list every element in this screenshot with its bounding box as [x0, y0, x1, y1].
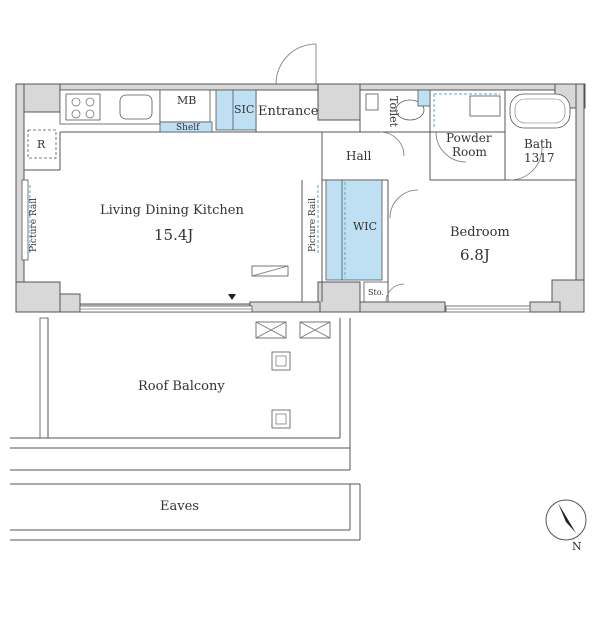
powder-label-line2: Room — [452, 145, 487, 159]
washbasin-icon — [469, 95, 501, 117]
kitchen-counter — [59, 89, 213, 133]
refrigerator-icon — [27, 129, 57, 159]
shelf-label: Shelf — [176, 123, 200, 133]
powder-label-line1: Powder — [446, 131, 492, 145]
compass-north-label: N — [572, 540, 582, 553]
sic-closet — [215, 89, 257, 131]
windows — [21, 179, 531, 313]
refrigerator-label: R — [37, 138, 46, 151]
eaves-label: Eaves — [160, 499, 199, 514]
room-labels: Living Dining Kitchen 15.4J Bedroom 6.8J… — [29, 94, 555, 514]
roof-balcony-area — [10, 317, 351, 471]
toilet-fixture — [365, 89, 431, 121]
partitions — [24, 90, 576, 303]
bath-label-line1: Bath — [524, 137, 553, 151]
mb-label: MB — [177, 94, 196, 107]
sic-label: SIC — [234, 103, 254, 116]
ldk-size: 15.4J — [154, 226, 193, 244]
stove-icon — [65, 93, 101, 121]
eaves-area — [10, 483, 361, 541]
bedroom-name: Bedroom — [450, 225, 510, 240]
picture-rail-left-label: Picture Rail — [29, 198, 39, 252]
doors — [275, 43, 543, 303]
bath-label-line2: 1317 — [524, 151, 555, 165]
ldk-name: Living Dining Kitchen — [100, 203, 244, 218]
sink-icon — [119, 94, 153, 120]
sto-label: Sto. — [368, 288, 384, 297]
bedroom-size: 6.8J — [460, 246, 490, 264]
roof-balcony-label: Roof Balcony — [138, 379, 225, 394]
compass: N — [545, 499, 587, 553]
bathtub-icon — [509, 93, 571, 129]
toilet-label: Toilet — [387, 96, 400, 128]
wic-closet — [325, 179, 383, 281]
hall-label: Hall — [346, 149, 371, 163]
picture-rail-center-label: Picture Rail — [308, 198, 318, 252]
wic-label: WIC — [353, 220, 377, 233]
entrance-label: Entrance — [258, 104, 319, 119]
north-arrow-icon — [558, 503, 576, 533]
